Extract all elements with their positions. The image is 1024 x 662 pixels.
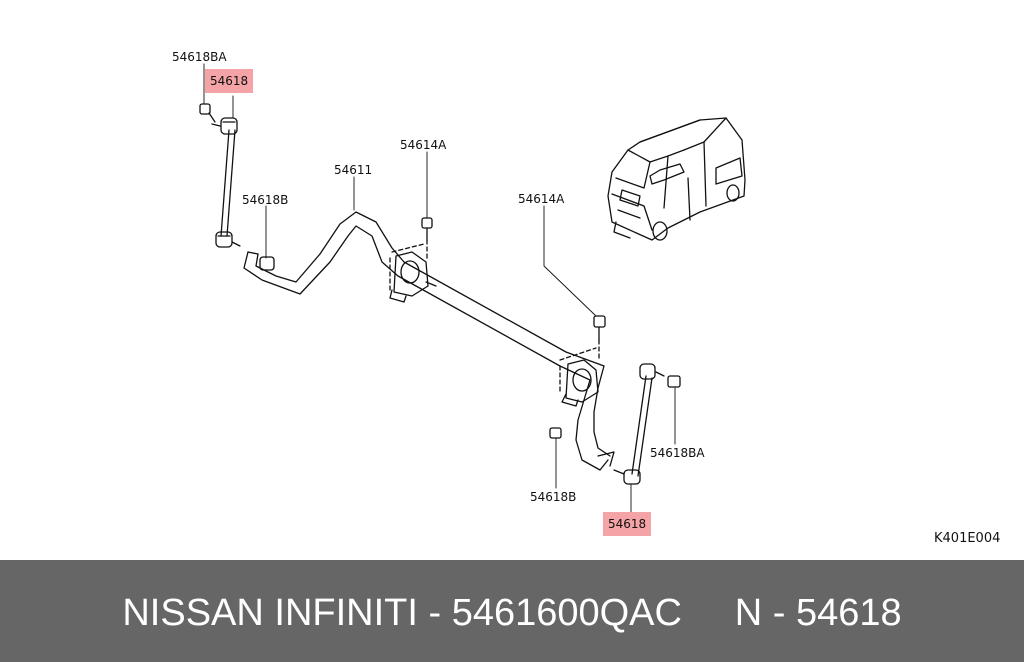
link-right bbox=[549, 363, 681, 485]
link-top-left bbox=[199, 103, 241, 248]
bushing-left bbox=[389, 217, 437, 303]
leader-lines bbox=[203, 63, 676, 515]
footer-bar: NISSAN INFINITI - 5461600QAC N - 54618 bbox=[0, 560, 1024, 662]
diagram-code: K401E004 bbox=[934, 531, 1001, 546]
label-54614a-left: 54614A bbox=[400, 138, 447, 152]
label-54618ba-top: 54618BA bbox=[172, 50, 227, 64]
parts-diagram: 54618BA 54618 54618B 54611 54614A 54614A… bbox=[172, 50, 1001, 546]
bushing-right bbox=[559, 315, 606, 407]
label-54618b-bottom: 54618B bbox=[530, 490, 577, 504]
label-54618b-left: 54618B bbox=[242, 193, 289, 207]
label-54611-bar: 54611 bbox=[334, 163, 373, 177]
label-54614a-right: 54614A bbox=[518, 192, 565, 206]
label-54618-bottom-highlight: 54618 bbox=[603, 512, 652, 536]
label-54618ba-right: 54618BA bbox=[650, 446, 705, 460]
diagram-drawing bbox=[199, 63, 746, 515]
footer-part-number: NISSAN INFINITI - 5461600QAC N - 54618 bbox=[122, 592, 902, 634]
label-54618-top-highlight: 54618 bbox=[205, 69, 254, 93]
van-illustration bbox=[607, 117, 746, 241]
